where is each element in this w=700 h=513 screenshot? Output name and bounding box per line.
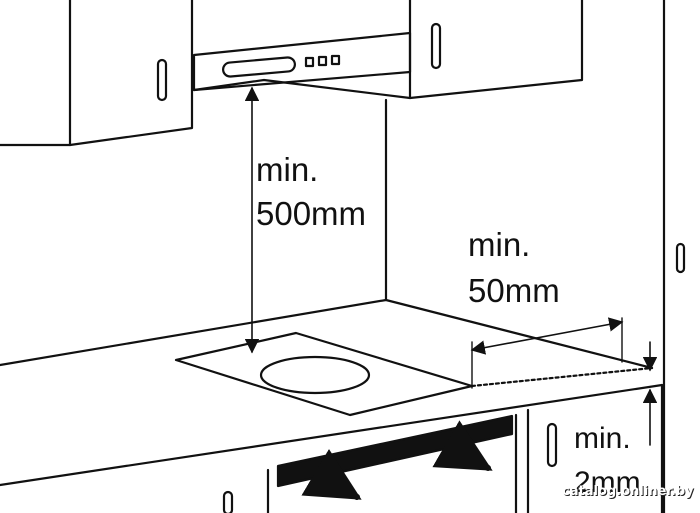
wall-handle [675,242,686,274]
hood-button-3 [330,54,341,66]
ventilation-strip [276,414,514,488]
hob [174,331,474,417]
watermark-shadow: catalog.onliner.by [563,485,695,500]
front-clearance-label-2: 2mm [574,466,641,499]
right-wall-cabinet [408,0,584,100]
side-clearance-label-1: min. [468,226,530,263]
drawer-handle [222,490,234,513]
side-clearance-label-2: 50mm [468,272,560,309]
front-clearance-label-1: min. [574,422,631,455]
cooking-zone [259,355,371,395]
airflow-arrow-right [432,420,493,471]
airflow-arrows [301,420,493,500]
left-cabinet-handle [156,58,168,102]
side-clearance-dashed-line [470,366,654,388]
hood-button-2 [317,55,328,67]
right-cabinet-handle [430,22,442,70]
base-cabinet [222,408,558,513]
hood-clearance-label-2: 500mm [256,195,366,232]
left-wall-cabinet [0,0,194,147]
base-cabinet-handle [546,422,558,468]
side-clearance-arrow [470,317,624,355]
hood-control-slot [222,56,296,78]
hood-button-1 [304,56,315,68]
airflow-arrow-left [301,448,362,500]
hood-clearance-label-1: min. [256,151,318,188]
extractor-hood [192,31,412,100]
watermark: catalog.onliner.by [562,484,694,499]
